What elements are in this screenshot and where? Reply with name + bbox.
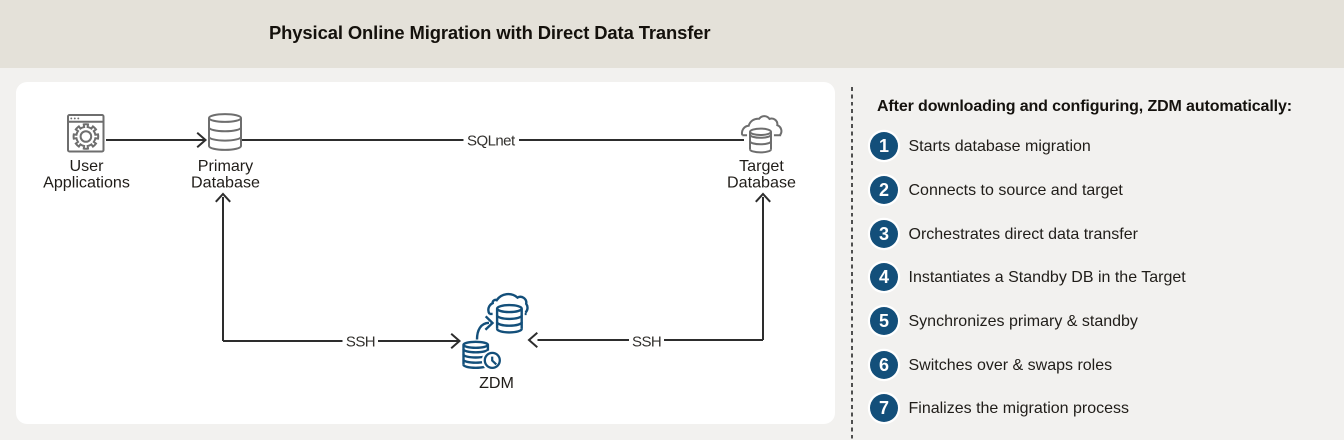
- svg-text:Primary: Primary: [198, 157, 254, 175]
- svg-text:Target: Target: [739, 157, 784, 175]
- svg-text:SQLnet: SQLnet: [467, 132, 516, 149]
- svg-text:Database: Database: [727, 173, 796, 191]
- svg-text:SSH: SSH: [632, 334, 661, 351]
- svg-text:SSH: SSH: [346, 334, 375, 351]
- svg-text:ZDM: ZDM: [479, 374, 514, 392]
- svg-text:User: User: [70, 157, 105, 175]
- svg-text:Applications: Applications: [43, 173, 130, 191]
- svg-text:Database: Database: [191, 173, 260, 191]
